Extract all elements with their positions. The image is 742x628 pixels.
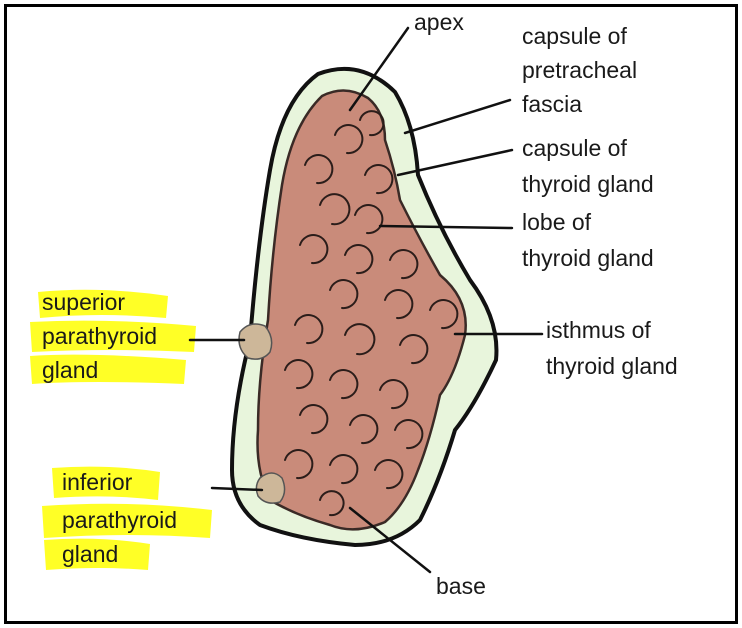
inferior-parathyroid-gland — [256, 473, 284, 503]
superior-parathyroid-gland — [239, 324, 272, 359]
label-lobe: lobe of thyroid gland — [522, 209, 654, 271]
label-capsule-thyroid: capsule of thyroid gland — [522, 135, 654, 197]
label-capsule-pretracheal: capsule of pretracheal fascia — [522, 23, 643, 117]
label-base: base — [436, 573, 486, 599]
label-apex: apex — [414, 9, 464, 35]
leader-pretracheal — [405, 100, 510, 133]
label-isthmus: isthmus of thyroid gland — [546, 317, 678, 379]
